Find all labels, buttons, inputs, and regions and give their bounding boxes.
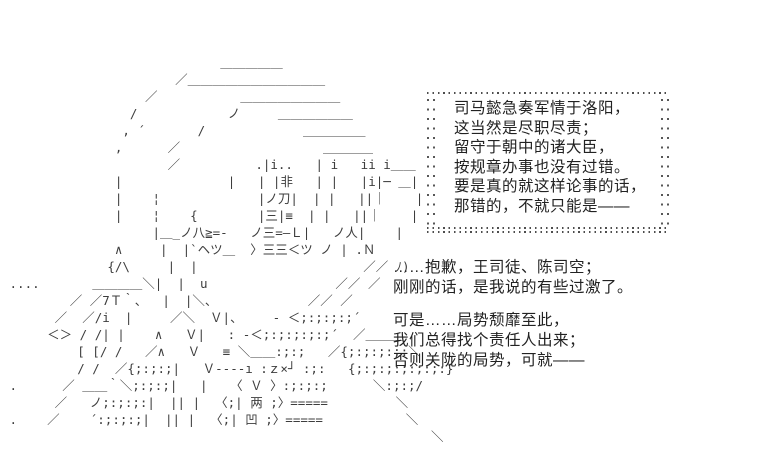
speech-box: 司马懿急奏军情于洛阳， 这当然是尽职尽责； 留守于朝中的诸大臣， 按规章办事也没… (427, 92, 669, 233)
speech-box-text: 司马懿急奏军情于洛阳， 这当然是尽职尽责； 留守于朝中的诸大臣， 按规章办事也没… (454, 100, 647, 215)
dialogue-block: ……抱歉，王司徒、陈司空； 刚刚的话，是我说的有些过激了。 可是……局势颓靡至此… (393, 258, 723, 371)
dialogue-paragraph-blame: 可是……局势颓靡至此， 我们总得找个责任人出来； 否则关陇的局势，可就—— (393, 312, 586, 369)
ascii-art-character: ＿＿＿＿＿ ／＿＿＿＿＿＿＿＿＿＿＿ ／ ＿＿＿＿＿＿＿＿ / ノ ＿＿＿＿＿＿… (9, 55, 454, 444)
dialogue-paragraph-apology: ……抱歉，王司徒、陈司空； 刚刚的话，是我说的有些过激了。 (393, 259, 634, 296)
